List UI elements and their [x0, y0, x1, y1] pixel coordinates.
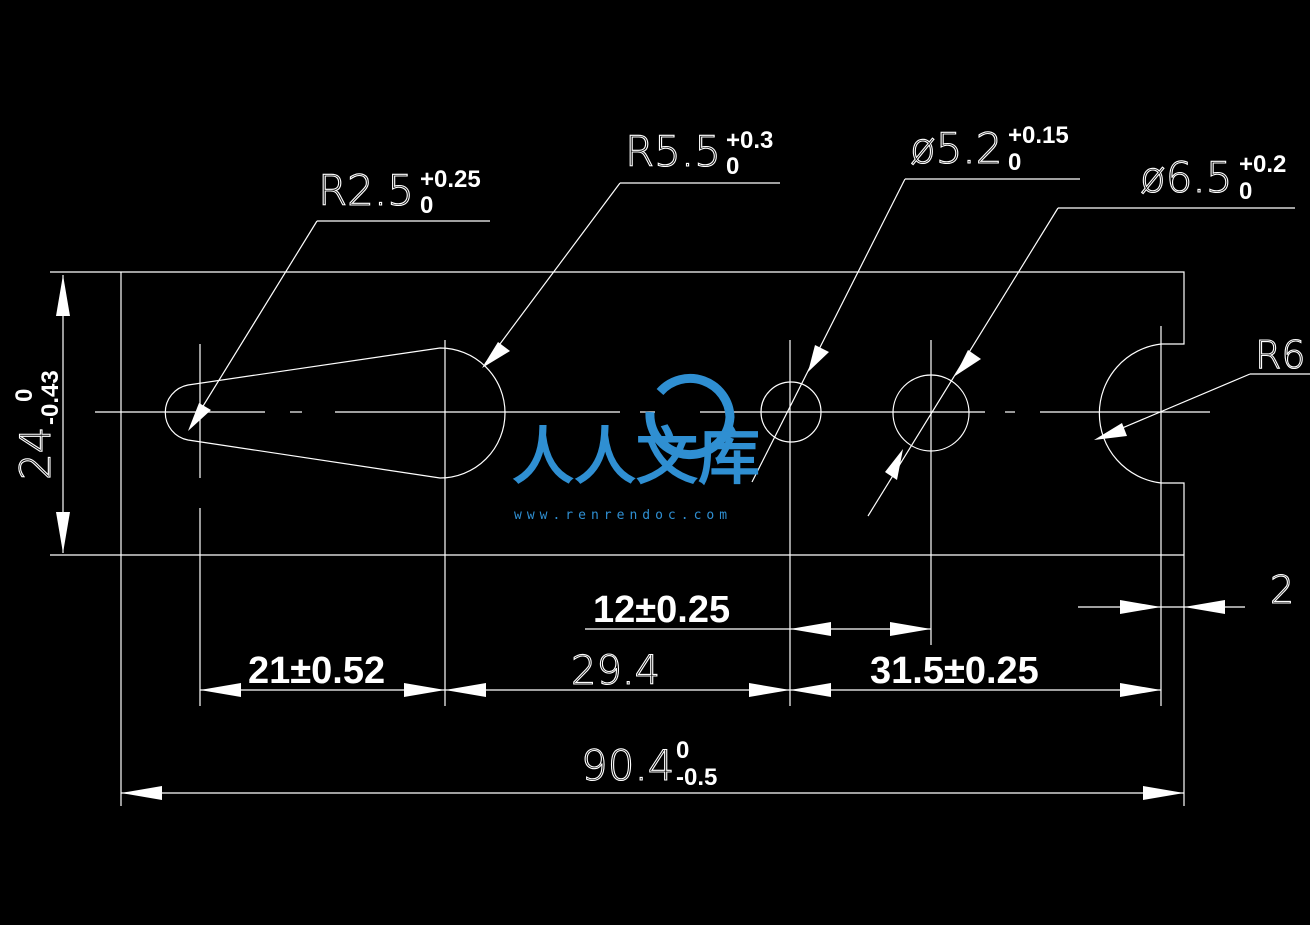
dim-12-value: 12±0.25 [593, 589, 730, 631]
dim-294-value: 29.4 [571, 648, 660, 694]
dim-r25-upper: +0.25 [420, 166, 481, 193]
dim-r25-value: R2.5 [318, 166, 414, 215]
dim-r6-value: R6 [1255, 333, 1306, 377]
dim-r55-value: R5.5 [625, 127, 721, 176]
dim-height-lower: -0.43 [37, 370, 64, 425]
dim-315-value: 31.5±0.25 [870, 650, 1039, 692]
watermark-logo-ring [645, 373, 735, 459]
dim-d65-lower: 0 [1239, 178, 1252, 205]
dim-width-lower: -0.5 [676, 764, 717, 791]
hole-d52 [760, 381, 822, 443]
dim-d65-upper: +0.2 [1239, 151, 1286, 178]
dim-height-value: 24 [11, 427, 60, 480]
watermark-text: 人人文库 [512, 420, 760, 493]
watermark-url: www.renrendoc.com [514, 508, 732, 523]
watermark: 人人文库 www.renrendoc.com [512, 373, 760, 523]
dim-width-value: 90.4 [581, 741, 675, 790]
part-outline [50, 271, 1185, 806]
dim-d52-lower: 0 [1008, 149, 1021, 176]
dimension-lines [56, 275, 1245, 800]
dim-d52: ø5.2 +0.15 0 [909, 122, 1069, 176]
dim-width-upper: 0 [676, 737, 689, 764]
dim-21-value: 21±0.52 [248, 650, 385, 692]
dim-height: 24 0 -0.43 [10, 370, 64, 480]
dim-r55-lower: 0 [726, 153, 739, 180]
dim-d65: ø6.5 +0.2 0 [1139, 151, 1286, 205]
hole-d65 [892, 374, 970, 452]
dim-d52-value: ø5.2 [910, 124, 1003, 173]
dim-r55-upper: +0.3 [726, 127, 773, 154]
dim-2-value: 2 [1270, 568, 1294, 612]
dim-r25-lower: 0 [420, 192, 433, 219]
leaders [188, 178, 1310, 517]
dim-r25: R2.5 +0.25 0 [317, 165, 481, 219]
dim-d65-value: ø6.5 [1140, 153, 1233, 202]
dim-d52-upper: +0.15 [1008, 122, 1069, 149]
dim-height-upper: 0 [11, 389, 38, 402]
dim-r55: R5.5 +0.3 0 [624, 126, 773, 180]
tapered-slot [164, 347, 506, 479]
dim-width: 90.4 0 -0.5 [580, 737, 717, 791]
